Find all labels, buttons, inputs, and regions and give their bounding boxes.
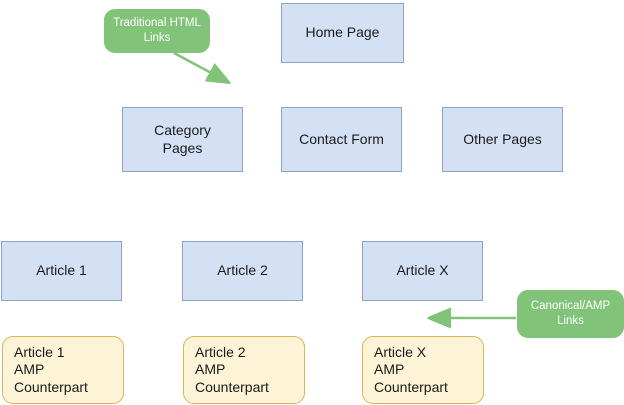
node-article-x-amp-counterpart[interactable]: Article X AMP Counterpart — [362, 336, 484, 404]
annotation-traditional-html-links: Traditional HTML Links — [104, 9, 210, 53]
node-article-2-amp-counterpart[interactable]: Article 2 AMP Counterpart — [183, 336, 305, 404]
traditional-links-arrow — [173, 51, 228, 82]
node-article-x[interactable]: Article X — [362, 241, 483, 301]
node-article-1-amp-counterpart[interactable]: Article 1 AMP Counterpart — [2, 336, 124, 404]
node-contact-form[interactable]: Contact Form — [281, 107, 402, 172]
node-home-page[interactable]: Home Page — [281, 3, 404, 63]
node-article-1[interactable]: Article 1 — [1, 241, 122, 301]
annotation-canonical-amp-links: Canonical/AMP Links — [517, 290, 624, 338]
node-category-pages[interactable]: Category Pages — [122, 107, 243, 172]
node-article-2[interactable]: Article 2 — [182, 241, 303, 301]
node-other-pages[interactable]: Other Pages — [442, 107, 563, 172]
